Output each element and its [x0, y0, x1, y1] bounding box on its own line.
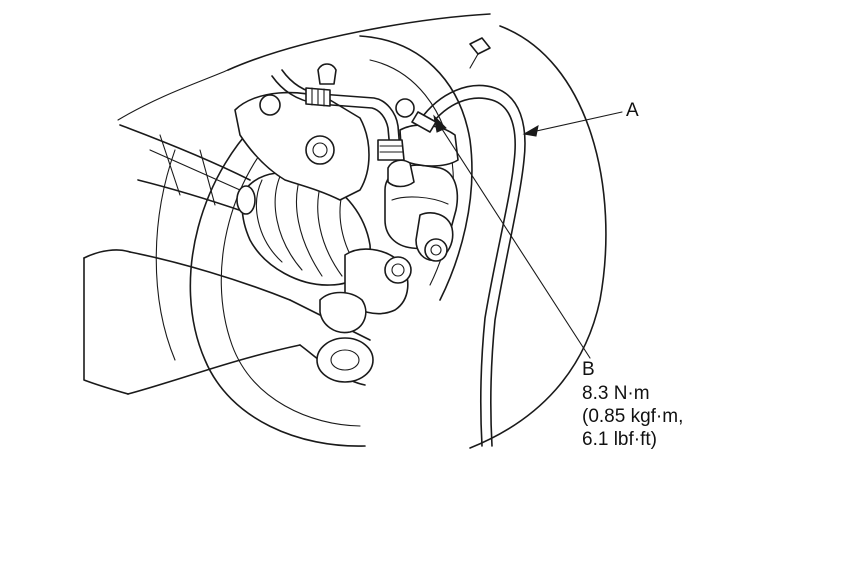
leader-b	[433, 114, 591, 359]
brake-line	[271, 63, 405, 161]
callout-label-a: A	[626, 100, 639, 121]
torque-spec-line3: 6.1 lbf·ft)	[582, 429, 657, 450]
drive-shaft	[119, 124, 251, 213]
torque-spec-line2: (0.85 kgf·m,	[582, 406, 683, 427]
bleeder-hose-a	[411, 84, 526, 447]
callout-label-b: B	[582, 359, 595, 380]
steering-knuckle	[234, 91, 412, 334]
brake-caliper	[384, 98, 459, 262]
torque-spec-line1: 8.3 N·m	[582, 383, 650, 404]
leader-a	[522, 111, 623, 137]
fender-outline	[83, 13, 607, 449]
bleeder-cap	[469, 37, 491, 69]
